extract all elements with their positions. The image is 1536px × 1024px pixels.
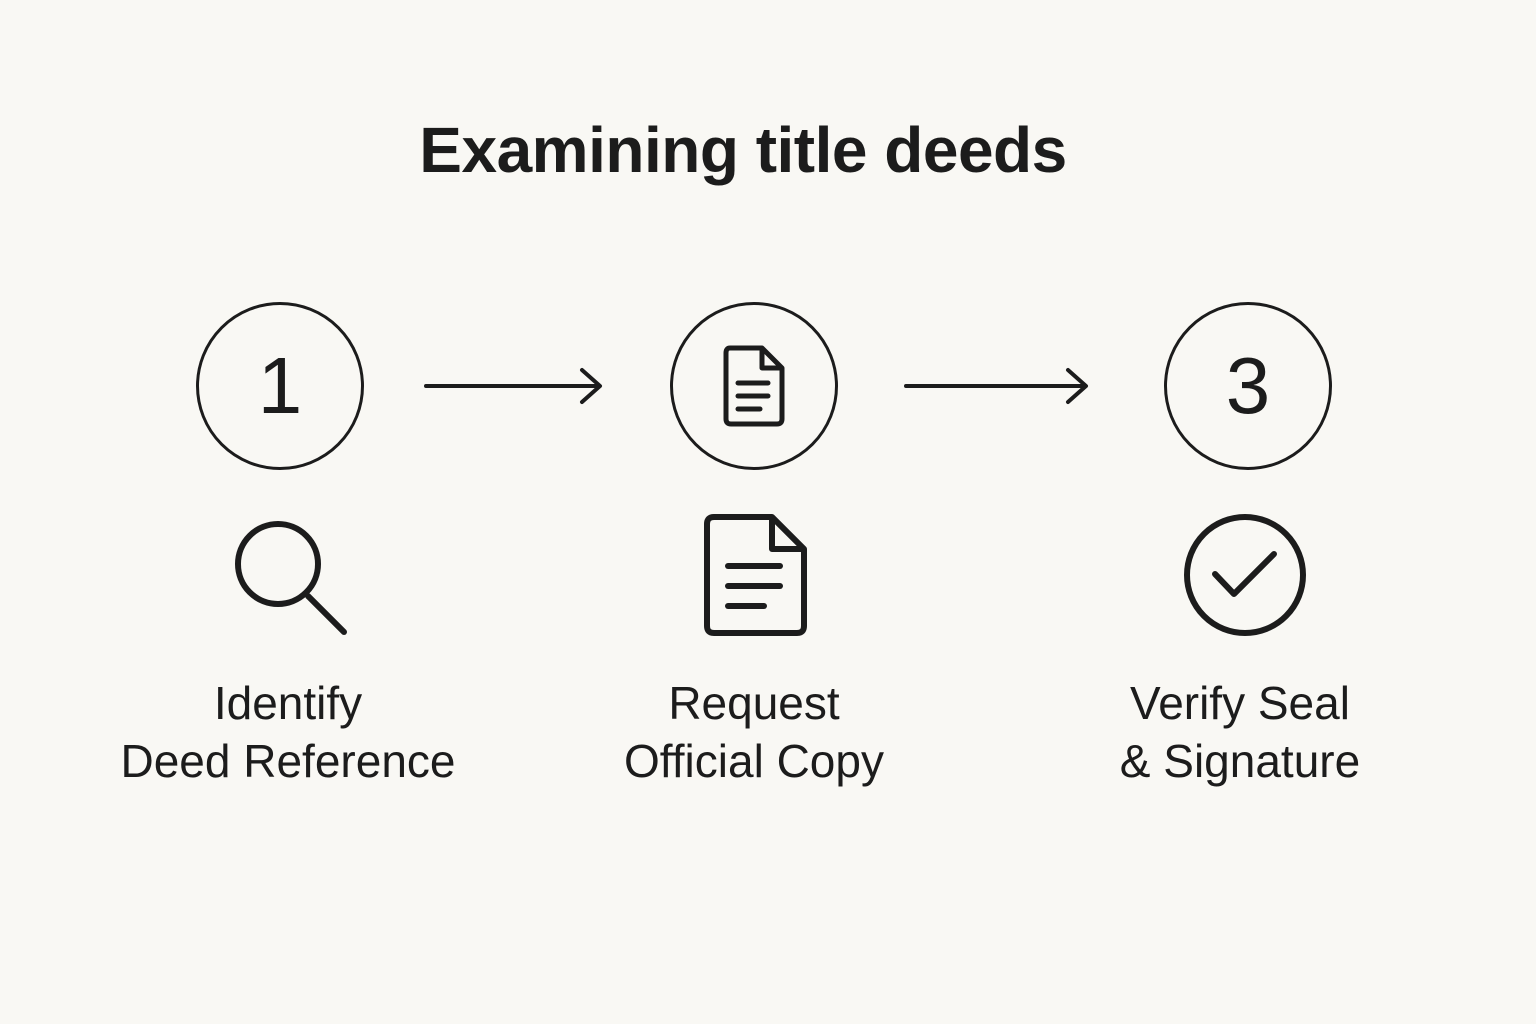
step-2-label-line2: Official Copy (624, 735, 884, 787)
step-1-label-line2: Deed Reference (120, 735, 456, 787)
step-2-label-line1: Request (668, 677, 840, 729)
step-2-circle (670, 302, 838, 470)
step-3-label-line1: Verify Seal (1130, 677, 1350, 729)
step-1-number: 1 (257, 341, 303, 430)
arrow-right-icon (904, 368, 1088, 404)
step-3-circle: 3 (1164, 302, 1332, 470)
document-icon (704, 514, 807, 636)
step-1-label-line1: Identify (213, 677, 363, 729)
magnifier-icon (235, 521, 347, 635)
step-1-label: Identify Deed Reference (78, 674, 498, 790)
diagram-title: Examining title deeds (419, 114, 1067, 186)
step-3-label-line2: & Signature (1119, 735, 1361, 787)
step-1-circle: 1 (196, 302, 364, 470)
document-icon (723, 345, 785, 427)
step-3-number: 3 (1225, 341, 1271, 430)
check-circle-icon (1184, 514, 1306, 636)
step-3-label: Verify Seal & Signature (1030, 674, 1450, 790)
arrow-right-icon (424, 368, 602, 404)
step-2-label: Request Official Copy (544, 674, 964, 790)
